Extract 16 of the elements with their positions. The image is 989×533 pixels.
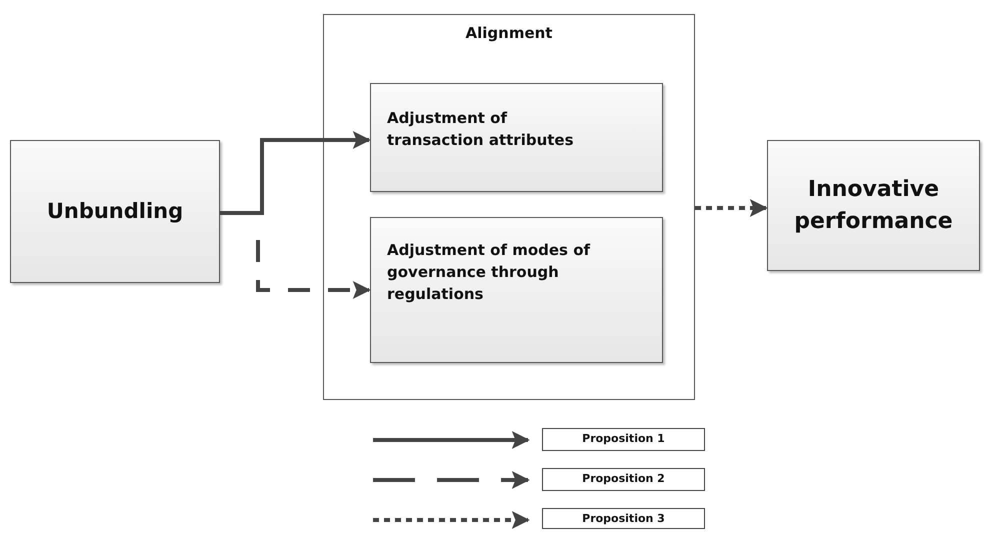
arrow [695, 199, 768, 217]
box-label: Adjustment of modes of governance through regulations [387, 240, 592, 305]
process-box [370, 83, 663, 192]
box-label: Innovative performance [793, 176, 954, 236]
legend-label: Proposition 1 [542, 428, 705, 451]
legend-label: Proposition 2 [542, 468, 705, 491]
arrow [256, 238, 371, 299]
process-box [370, 217, 663, 363]
arrow [220, 131, 371, 215]
box-label: Adjustment of transaction attributes [387, 108, 575, 150]
process-box [767, 140, 980, 271]
group-box [323, 14, 695, 400]
group-heading: Alignment [464, 23, 554, 44]
box-label: Unbundling [46, 198, 184, 226]
legend-label: Proposition 3 [542, 508, 705, 529]
process-box [10, 140, 220, 283]
